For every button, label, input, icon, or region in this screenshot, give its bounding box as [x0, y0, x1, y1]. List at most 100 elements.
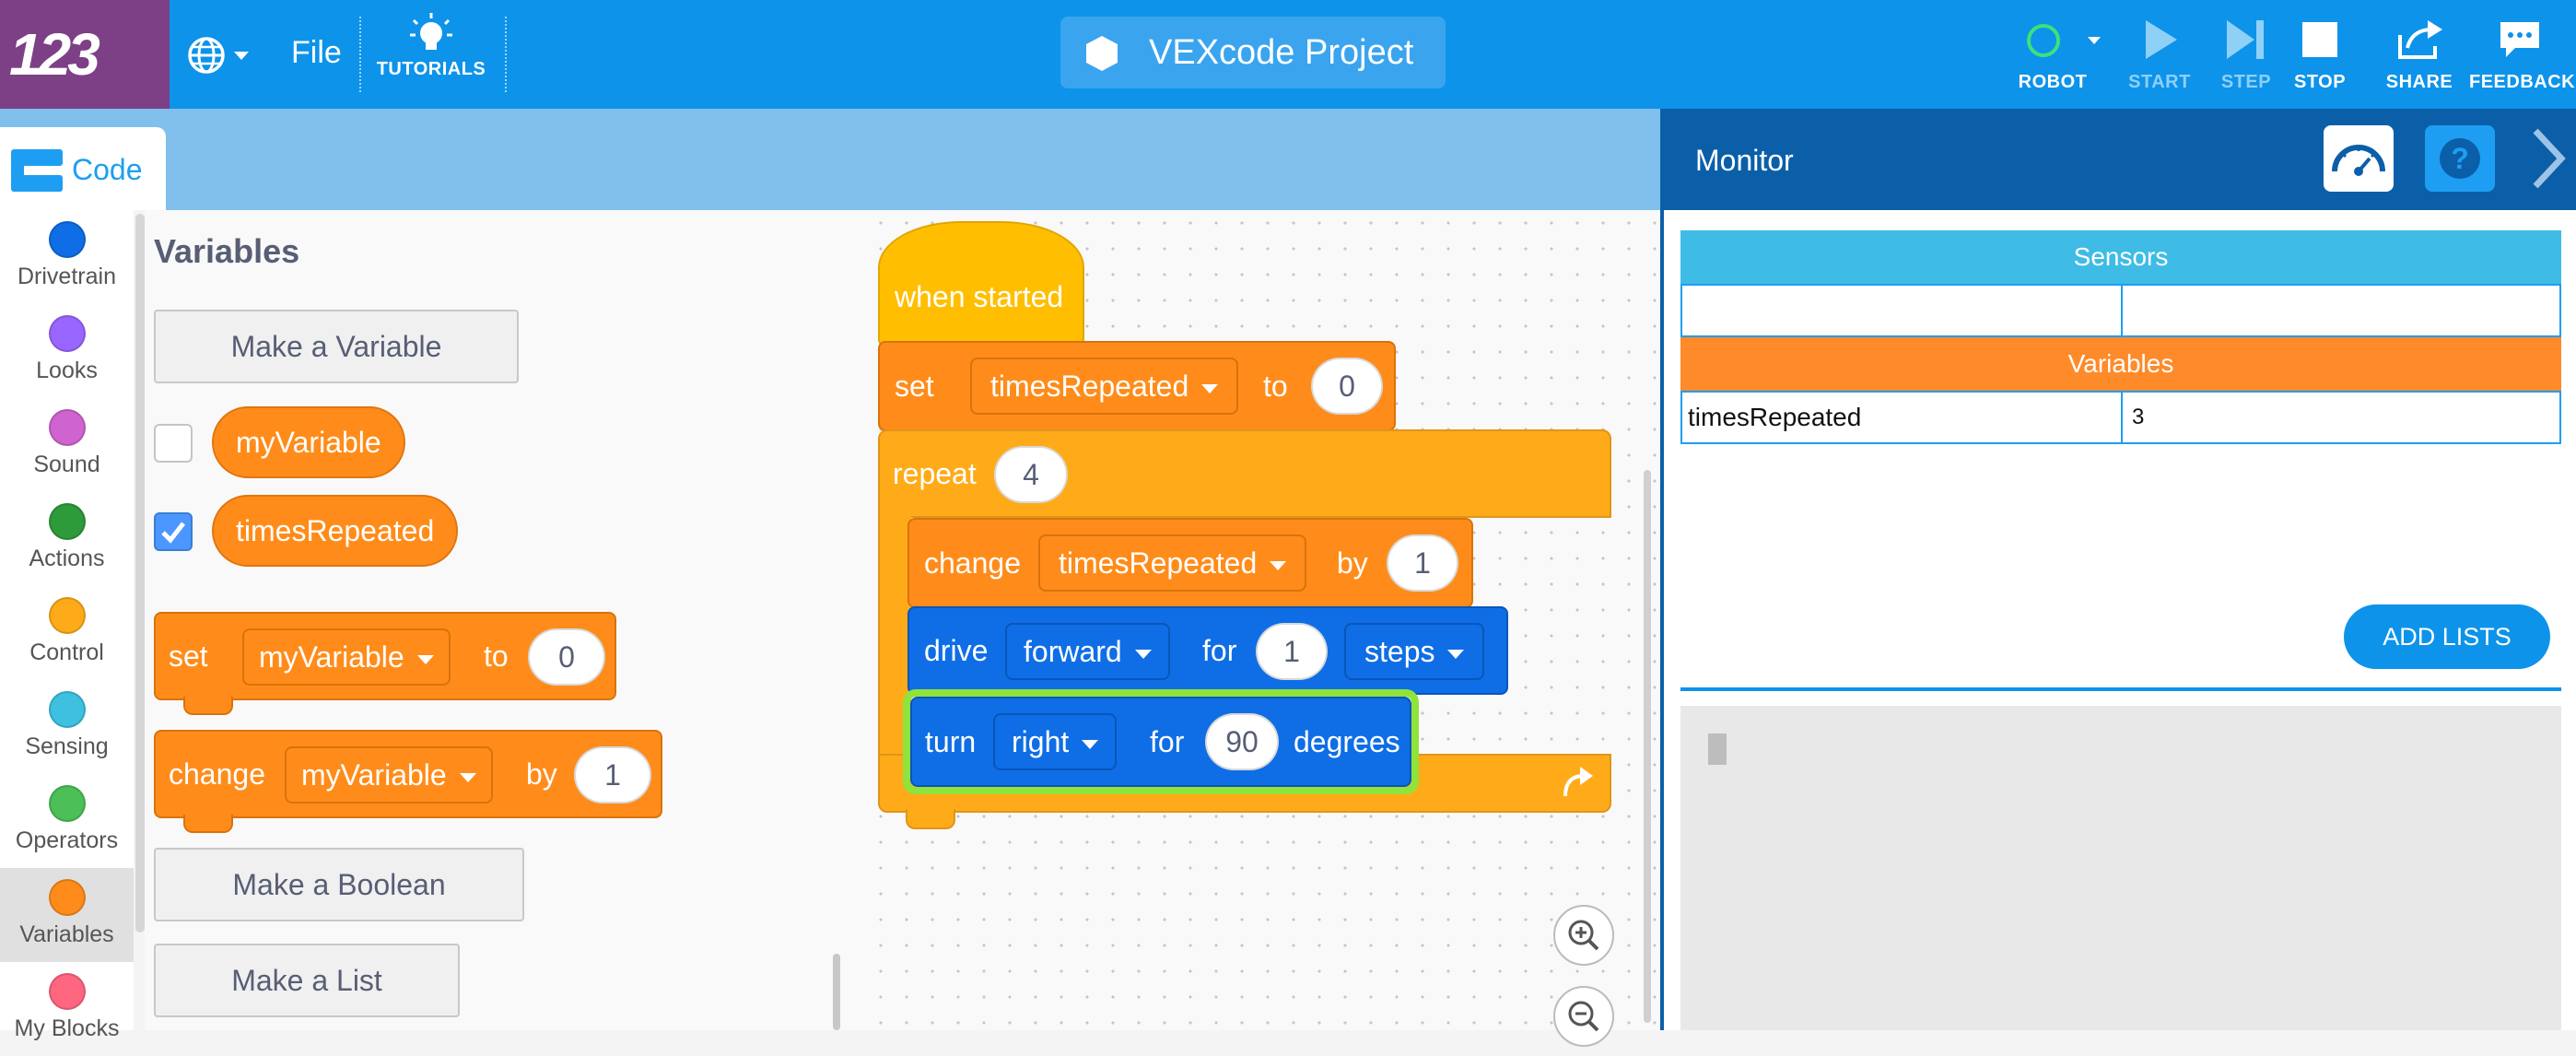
category-drivetrain[interactable]: Drivetrain [0, 210, 134, 304]
running-block-highlight [903, 689, 1419, 794]
feedback-label: FEEDBACK [2469, 72, 2576, 92]
palette-change-variable-block[interactable]: change myVariable by 1 [154, 730, 662, 833]
zoom-in-button[interactable] [1553, 905, 1614, 966]
distance-input[interactable]: 1 [1256, 623, 1328, 680]
palette-scrollbar[interactable] [833, 954, 840, 1030]
repeat-count-input[interactable]: 4 [994, 446, 1068, 503]
category-sensing[interactable]: Sensing [0, 680, 134, 774]
direction-dropdown[interactable]: forward [1005, 623, 1170, 680]
value-input[interactable]: 0 [1311, 358, 1383, 415]
dropdown-value: timesRepeated [1059, 546, 1258, 580]
variable-dropdown[interactable]: myVariable [285, 746, 493, 804]
turn-for-block[interactable]: turn right for 90 degrees [910, 697, 1411, 787]
variable-name-cell: timesRepeated [1688, 403, 1862, 431]
stop-button[interactable]: STOP [2274, 11, 2366, 99]
category-control[interactable]: Control [0, 586, 134, 680]
repeat-header: repeat 4 [878, 429, 1611, 518]
unit-dropdown[interactable]: steps [1344, 623, 1485, 680]
category-color-dot [48, 691, 86, 728]
feedback-button[interactable]: FEEDBACK [2469, 11, 2576, 99]
myvariable-reporter[interactable]: myVariable [212, 406, 405, 478]
category-actions[interactable]: Actions [0, 492, 134, 586]
direction-dropdown[interactable]: right [993, 713, 1118, 770]
dropdown-arrow-icon [1134, 649, 1152, 659]
set-variable-block[interactable]: set timesRepeated to 0 [878, 341, 1396, 431]
help-button[interactable]: ? [2425, 125, 2495, 192]
myvariable-monitor-checkbox[interactable] [154, 424, 193, 463]
change-variable-block[interactable]: change timesRepeated by 1 [907, 518, 1473, 608]
vex-hexagon-icon [1086, 36, 1118, 71]
workspace-scrollbar[interactable] [1644, 470, 1651, 1023]
top-bar: 123 File TUTORIALS VEXcode Project [0, 0, 2576, 109]
value-input[interactable]: 1 [1387, 534, 1458, 592]
block-keyword: set [895, 370, 934, 403]
timesrepeated-monitor-checkbox[interactable] [154, 512, 193, 551]
robot-status-icon [2027, 24, 2101, 57]
dropdown-arrow-icon [1201, 383, 1219, 393]
table-column-divider [2121, 286, 2123, 335]
monitor-title: Monitor [1695, 144, 1794, 177]
category-label: Operators [15, 827, 119, 853]
category-my-blocks[interactable]: My Blocks [0, 962, 134, 1056]
variable-dropdown[interactable]: timesRepeated [1038, 534, 1307, 592]
repeat-bottom-notch [906, 809, 955, 829]
category-label: Sensing [25, 733, 109, 759]
when-started-hat-block[interactable]: when started [878, 221, 1084, 348]
block-keyword: turn [925, 725, 977, 758]
add-lists-button[interactable]: ADD LISTS [2344, 604, 2550, 669]
variable-dropdown[interactable]: timesRepeated [970, 358, 1239, 415]
stop-icon [2302, 22, 2337, 57]
category-variables[interactable]: Variables [0, 868, 134, 962]
project-title: VEXcode Project [1149, 33, 1414, 72]
category-color-dot [48, 315, 86, 352]
variable-dropdown[interactable]: myVariable [242, 628, 451, 686]
dropdown-value: timesRepeated [990, 370, 1189, 403]
sensors-table-header: Sensors [1680, 230, 2561, 284]
sensors-table-row [1680, 284, 2561, 337]
print-console[interactable] [1680, 706, 2561, 1030]
category-operators[interactable]: Operators [0, 774, 134, 868]
zoom-out-button[interactable] [1553, 986, 1614, 1047]
dropdown-value: forward [1024, 635, 1122, 668]
value-input[interactable]: 1 [574, 746, 651, 804]
console-cursor [1708, 733, 1727, 765]
variables-table-row: timesRepeated 3 [1680, 391, 2561, 444]
language-menu[interactable] [184, 28, 258, 83]
project-title-box[interactable]: VEXcode Project [1060, 17, 1446, 88]
dropdown-value: right [1012, 725, 1070, 758]
category-color-dot [48, 785, 86, 822]
table-column-divider [2121, 393, 2123, 442]
block-keyword: by [1337, 546, 1368, 580]
category-label: Actions [29, 546, 105, 571]
make-boolean-button[interactable]: Make a Boolean [154, 848, 524, 921]
variable-value-cell: 3 [2132, 405, 2145, 429]
svg-text:?: ? [2451, 142, 2469, 175]
drive-for-block[interactable]: drive forward for 1 steps [907, 606, 1508, 695]
share-button[interactable]: SHARE [2373, 11, 2465, 99]
file-menu[interactable]: File [291, 35, 342, 70]
code-blocks-icon [11, 149, 63, 192]
category-color-dot [48, 221, 86, 258]
palette-set-variable-block[interactable]: set myVariable to 0 [154, 612, 616, 715]
dropdown-value: steps [1364, 635, 1435, 668]
robot-button[interactable]: ROBOT [1997, 11, 2108, 99]
category-sound[interactable]: Sound [0, 398, 134, 492]
angle-input[interactable]: 90 [1205, 713, 1279, 770]
tab-code[interactable]: Code [0, 127, 166, 210]
category-label: Variables [19, 921, 114, 947]
make-list-button[interactable]: Make a List [154, 944, 460, 1017]
start-button[interactable]: START [2113, 11, 2206, 99]
value-input[interactable]: 0 [528, 628, 605, 686]
tutorials-button[interactable]: TUTORIALS [376, 11, 486, 94]
category-looks[interactable]: Looks [0, 304, 134, 398]
dashboard-button[interactable] [2324, 125, 2394, 192]
collapse-panel-button[interactable] [2524, 125, 2570, 196]
dropdown-arrow-icon [1082, 739, 1099, 749]
category-menu: Drivetrain Looks Sound Actions Control S… [0, 210, 134, 1041]
timesrepeated-reporter[interactable]: timesRepeated [212, 495, 459, 567]
category-scrollbar[interactable] [135, 214, 145, 933]
category-label: Sound [33, 452, 100, 477]
make-variable-button[interactable]: Make a Variable [154, 310, 519, 383]
step-button[interactable]: STEP [2200, 11, 2292, 99]
globe-icon [188, 37, 249, 74]
